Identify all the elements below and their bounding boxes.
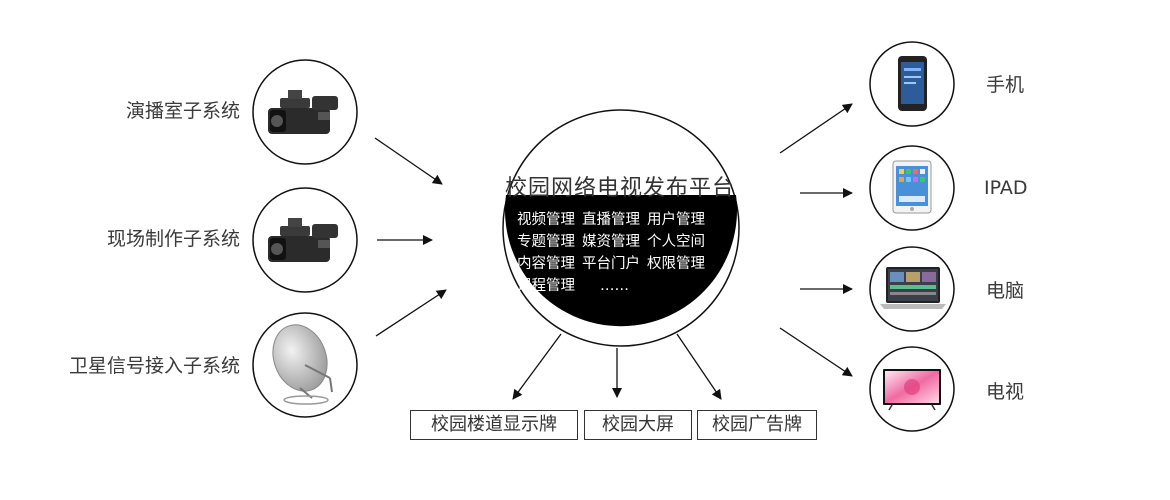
device-node-tv — [869, 346, 955, 432]
output-box-big-screen: 校园大屏 — [584, 410, 692, 440]
arrow-platform-to-corridor — [512, 333, 562, 400]
output-box-corridor-display: 校园楼道显示牌 — [410, 410, 578, 440]
source-label-field: 现场制作子系统 — [106, 228, 240, 250]
tv-icon — [883, 369, 941, 411]
device-node-laptop — [869, 246, 955, 332]
function-row: 专题管理 媒资管理 个人空间 — [517, 231, 732, 253]
function-item: …… — [600, 278, 629, 294]
tablet-icon — [892, 160, 932, 214]
function-item: 媒资管理 — [582, 234, 640, 250]
video-camera-icon — [268, 90, 338, 134]
source-node-studio — [252, 59, 358, 165]
function-item: 权限管理 — [647, 256, 705, 272]
video-camera-icon — [268, 218, 338, 262]
output-box-billboard: 校园广告牌 — [697, 410, 817, 440]
arrow-platform-to-billboard — [676, 333, 722, 400]
function-item: 内容管理 — [517, 256, 575, 272]
function-item: 用户管理 — [647, 212, 705, 228]
function-item: 视频管理 — [517, 212, 575, 228]
arrows-inbound — [374, 137, 447, 337]
device-label-phone: 手机 — [986, 74, 1025, 96]
platform-title: 校园网络电视发布平台 — [504, 176, 735, 201]
device-node-tablet — [869, 145, 955, 231]
function-row: 课程管理 …… — [517, 275, 732, 297]
function-row: 视频管理 直播管理 用户管理 — [517, 209, 732, 231]
arrow-platform-to-tv — [779, 327, 853, 377]
arrows-outbound-displays — [512, 333, 722, 400]
phone-icon — [898, 56, 927, 111]
function-row: 内容管理 平台门户 权限管理 — [517, 253, 732, 275]
source-node-field — [252, 187, 358, 293]
platform-function-grid: 视频管理 直播管理 用户管理 专题管理 媒资管理 个人空间 内容管理 平台门户 … — [517, 209, 732, 297]
laptop-icon — [880, 267, 946, 309]
function-item: 个人空间 — [647, 234, 705, 250]
function-item: 专题管理 — [517, 234, 575, 250]
source-label-satellite: 卫星信号接入子系统 — [68, 355, 240, 377]
arrow-satellite-to-platform — [375, 289, 447, 337]
arrow-studio-to-platform — [374, 137, 443, 185]
source-label-studio: 演播室子系统 — [125, 100, 240, 122]
source-node-satellite — [252, 312, 358, 418]
function-item: 平台门户 — [582, 256, 640, 272]
arrows-outbound-devices — [779, 103, 853, 377]
device-node-phone — [869, 41, 955, 127]
satellite-dish-icon — [272, 324, 333, 405]
platform-circle — [502, 109, 740, 347]
function-item: 课程管理 — [517, 278, 575, 294]
device-label-tablet: IPAD — [984, 177, 1028, 199]
arrow-platform-to-phone — [779, 103, 853, 154]
device-label-tv: 电视 — [986, 381, 1025, 403]
device-label-laptop: 电脑 — [986, 280, 1025, 302]
function-item: 直播管理 — [582, 212, 640, 228]
